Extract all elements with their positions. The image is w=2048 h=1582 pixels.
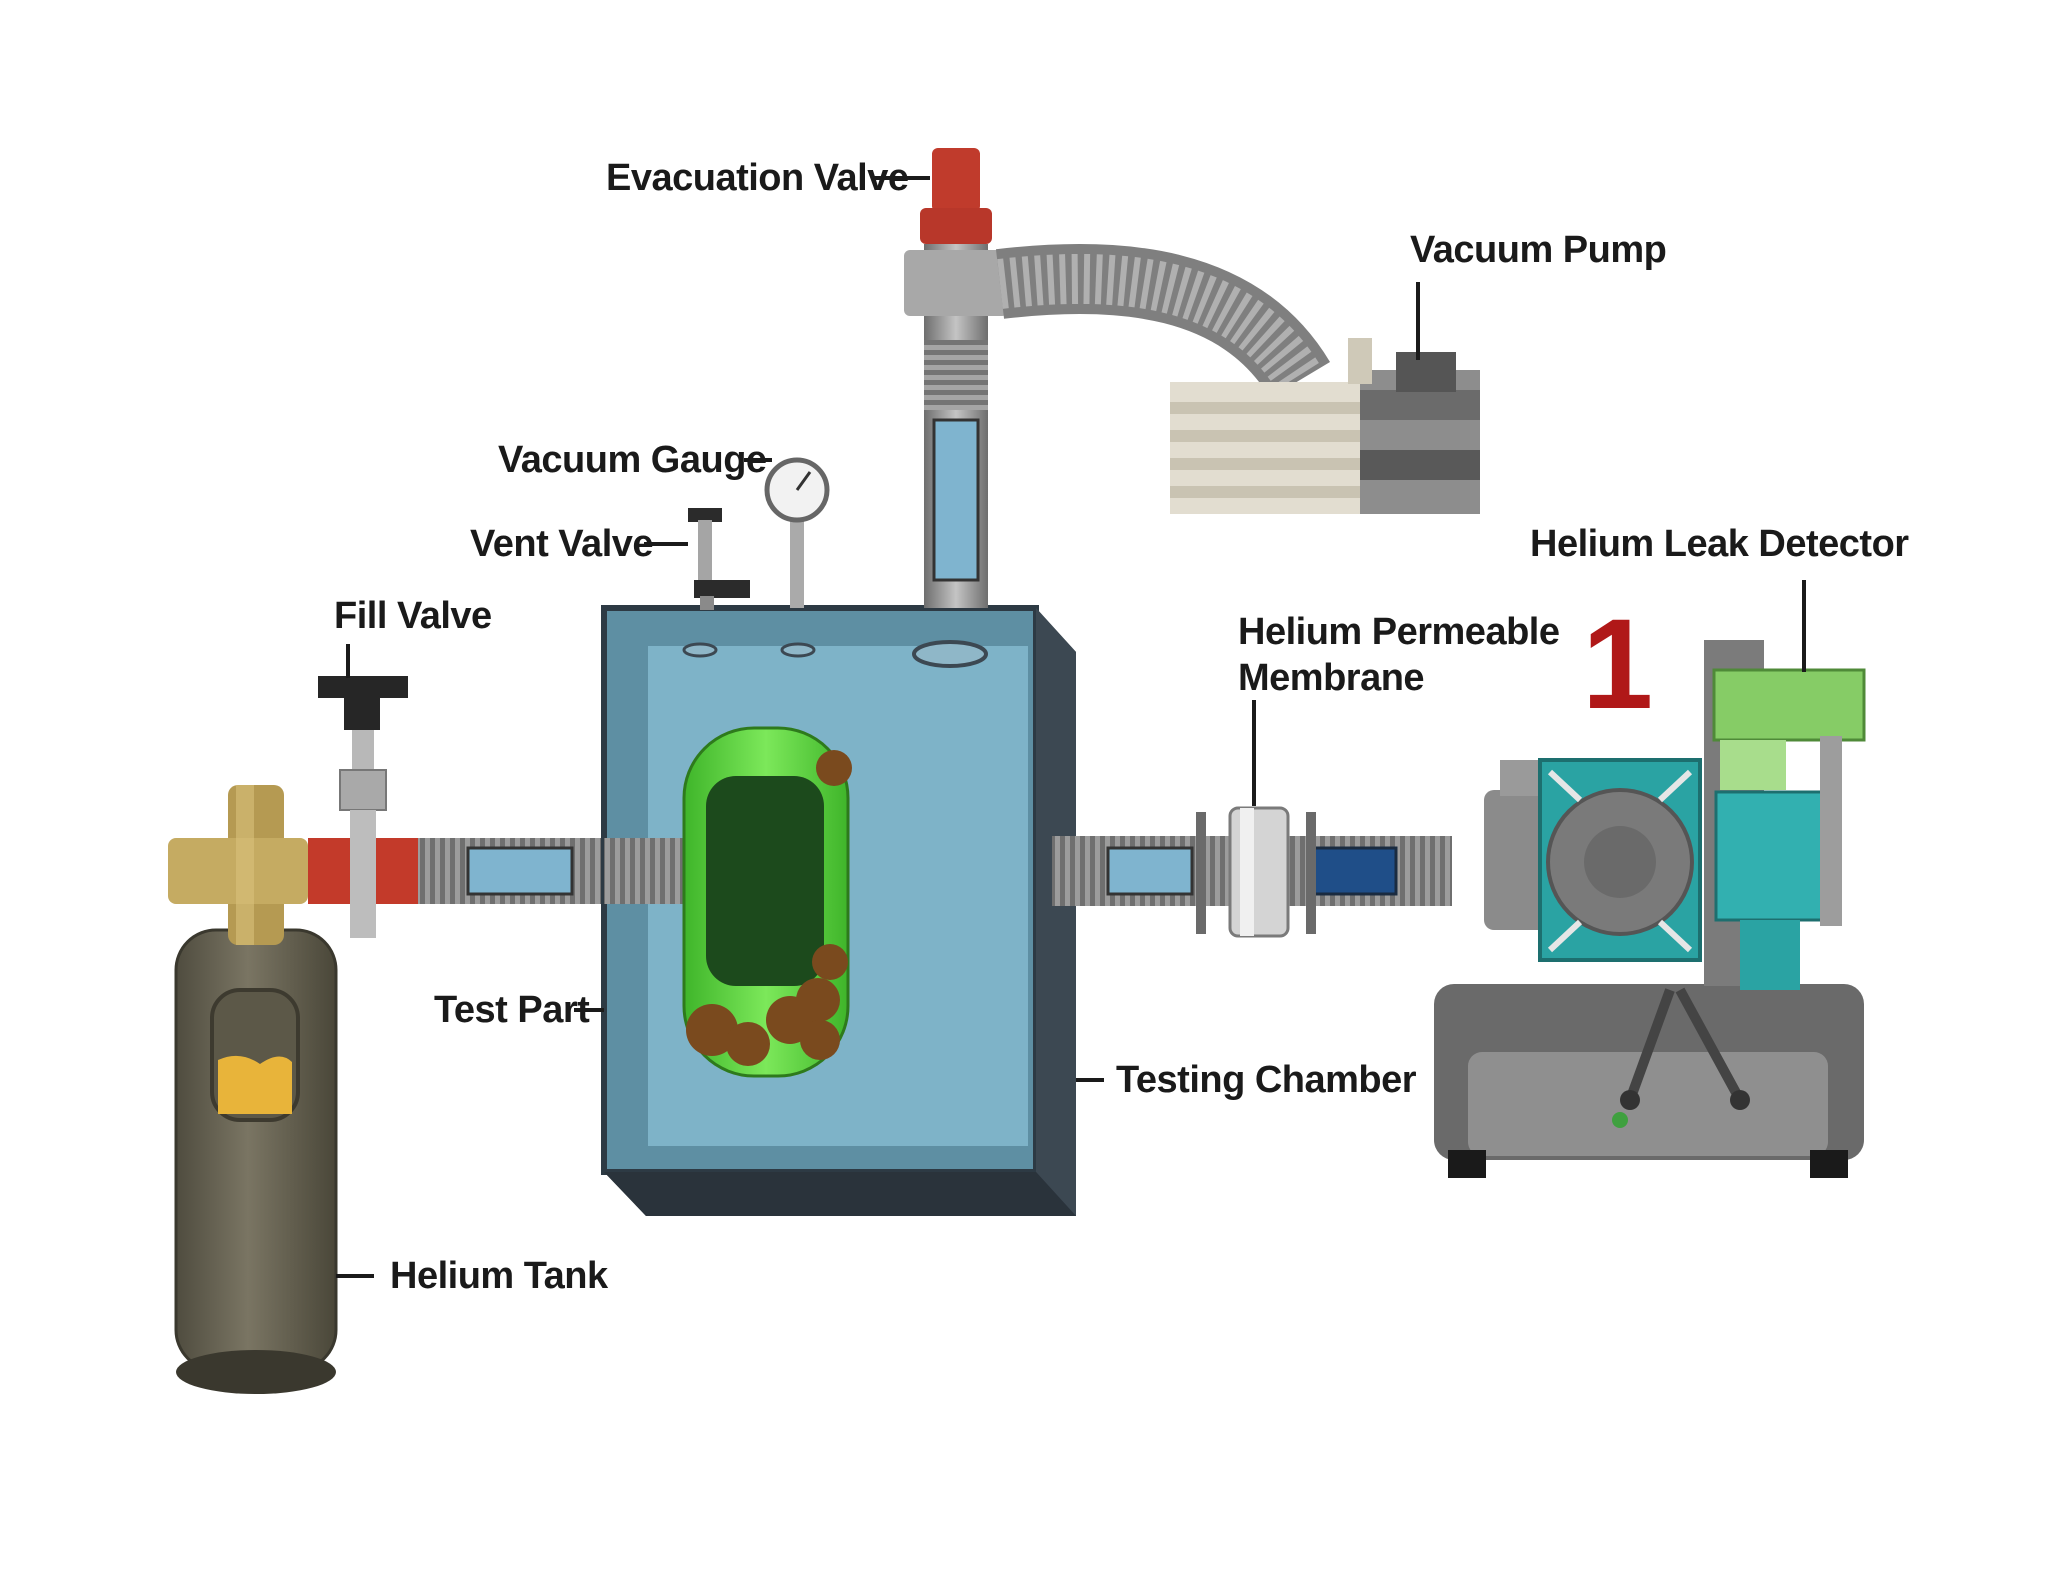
label-helium-tank: Helium Tank xyxy=(390,1255,609,1297)
test-part xyxy=(684,728,852,1076)
label-testing-chamber: Testing Chamber xyxy=(1116,1059,1417,1101)
tank-brass-fitting xyxy=(168,785,308,945)
helium-tank xyxy=(176,930,336,1394)
vent-valve xyxy=(688,508,750,610)
label-vacuum-gauge: Vacuum Gauge xyxy=(498,439,767,481)
label-vent-valve: Vent Valve xyxy=(470,523,653,565)
label-fill-valve: Fill Valve xyxy=(334,595,492,637)
internal-pipe xyxy=(604,838,684,904)
helium-permeable-membrane xyxy=(1230,808,1288,936)
label-test-part: Test Part xyxy=(434,989,590,1031)
evacuation-valve xyxy=(920,148,992,244)
label-membrane-line2: Membrane xyxy=(1238,657,1424,699)
step-number: 1 xyxy=(1582,593,1653,736)
label-membrane-line1: Helium Permeable xyxy=(1238,611,1559,653)
label-evacuation-valve: Evacuation Valve xyxy=(606,157,909,199)
evacuation-pipe xyxy=(904,244,1008,608)
vacuum-gauge xyxy=(767,460,827,608)
label-helium-leak-detector: Helium Leak Detector xyxy=(1530,523,1909,565)
label-vacuum-pump: Vacuum Pump xyxy=(1410,229,1666,271)
